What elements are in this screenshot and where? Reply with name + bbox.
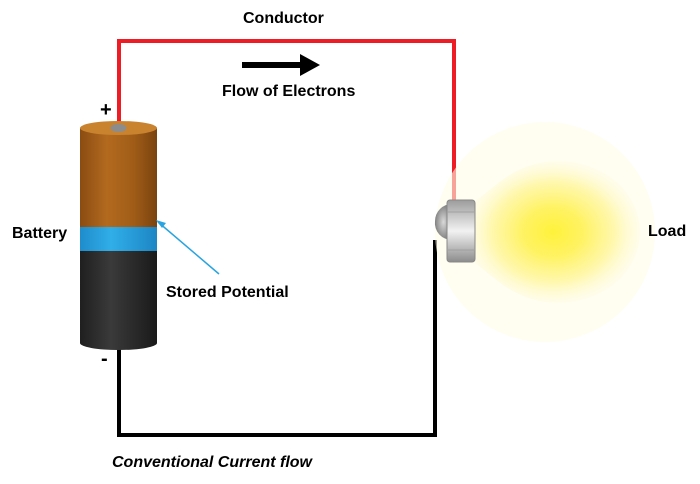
negative-wire [117,240,437,437]
positive-wire [117,39,456,200]
right-arrow-icon [242,54,320,76]
light-bulb-icon [434,122,655,342]
conductor-label: Conductor [243,10,324,27]
conventional-current-flow-label: Conventional Current flow [112,454,312,471]
stored-potential-pointer [157,221,220,275]
negative-terminal-label: - [101,348,108,370]
pointer-arrowhead [156,220,166,228]
stored-potential-label: Stored Potential [166,284,289,301]
positive-terminal-label: + [100,99,112,121]
load-label: Load [648,223,687,240]
battery-icon [80,121,157,350]
flow-of-electrons-label: Flow of Electrons [222,83,356,100]
battery-label: Battery [12,225,68,242]
